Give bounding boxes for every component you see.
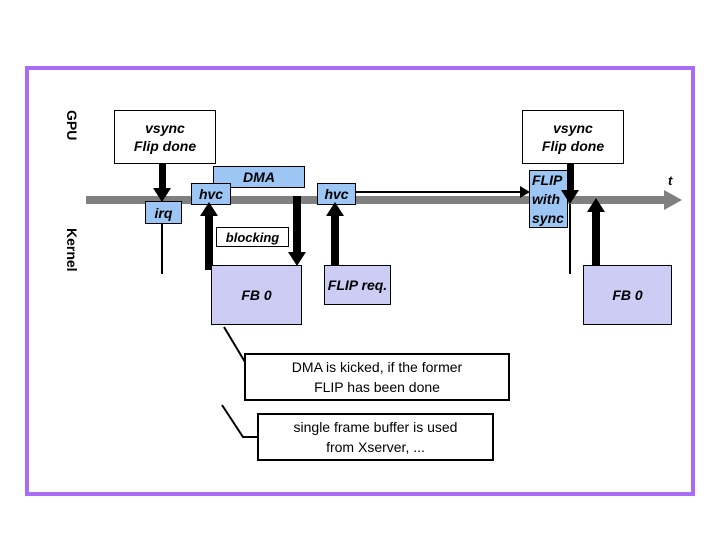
dma-label: DMA	[243, 169, 275, 185]
dma-down-arrow-shaft	[293, 196, 301, 254]
hvc2-up-arrow-shaft	[331, 215, 339, 270]
note2-line1: single frame buffer is used	[293, 419, 458, 435]
dma-box: DMA	[213, 166, 305, 188]
flip-with-sync-box: FLIP with sync	[529, 170, 568, 228]
flip-with-sync-line1: FLIP	[532, 171, 563, 188]
fb0-box-right: FB 0	[583, 265, 672, 325]
hvc2-up-arrow-head	[326, 202, 344, 216]
blocking-box: blocking	[216, 227, 289, 247]
flip-with-sync-line2: with	[532, 190, 560, 207]
fb0-box-left: FB 0	[211, 265, 302, 325]
vsync-flip-done-right-box: vsync Flip done	[522, 110, 624, 164]
slide-border-frame	[25, 66, 695, 496]
vsync-right-line2: Flip done	[541, 138, 605, 154]
vsync-right-down-arrow-head	[561, 190, 579, 204]
flip-req-box: FLIP req.	[324, 265, 391, 305]
vsync-flip-done-left-box: vsync Flip done	[114, 110, 216, 164]
note2-line2: from Xserver, ...	[326, 439, 425, 455]
irq-timeline-tick-line	[161, 224, 163, 274]
irq-box: irq	[145, 201, 182, 224]
flip-req-label: FLIP req.	[327, 277, 388, 293]
note1-line1: DMA is kicked, if the former	[291, 359, 463, 375]
dma-down-arrow-head	[288, 252, 306, 266]
hvc-2-label: hvc	[324, 186, 349, 202]
time-axis-label: t	[668, 173, 673, 188]
vsync-right-line1: vsync	[553, 120, 593, 136]
fb0-right-label: FB 0	[612, 287, 643, 303]
fb0-right-up-arrow-shaft	[592, 210, 600, 270]
flip-with-sync-line3: sync	[532, 209, 564, 226]
fb0-left-label: FB 0	[241, 287, 272, 303]
irq-label: irq	[154, 204, 173, 221]
hvc2-to-flip-arrow-head	[520, 186, 530, 198]
fb0-right-up-arrow-head	[587, 198, 605, 212]
blocking-label: blocking	[225, 229, 280, 245]
time-axis-bar	[86, 196, 666, 204]
hvc2-to-flip-arrow-shaft	[356, 191, 522, 193]
lane-label-kernel: Kernel	[64, 228, 80, 272]
note-box-dma-kicked: DMA is kicked, if the former FLIP has be…	[244, 353, 510, 401]
vsync-left-line1: vsync	[145, 120, 185, 136]
time-axis-arrowhead	[664, 190, 682, 210]
vsync-left-line2: Flip done	[133, 138, 197, 154]
hvc1-up-arrow-head	[200, 202, 218, 216]
vsync-right-down-arrow-shaft	[567, 164, 574, 196]
lane-label-gpu: GPU	[64, 110, 80, 141]
hvc1-up-arrow-shaft	[205, 215, 213, 270]
vsync-right-timeline-tick-line	[569, 204, 571, 274]
note1-line2: FLIP has been done	[314, 379, 440, 395]
note-box-single-framebuffer: single frame buffer is used from Xserver…	[257, 413, 494, 461]
vsync-left-to-irq-arrow-head	[153, 188, 171, 202]
hvc-1-label: hvc	[198, 186, 224, 202]
vsync-left-to-irq-arrow-shaft	[159, 164, 166, 190]
